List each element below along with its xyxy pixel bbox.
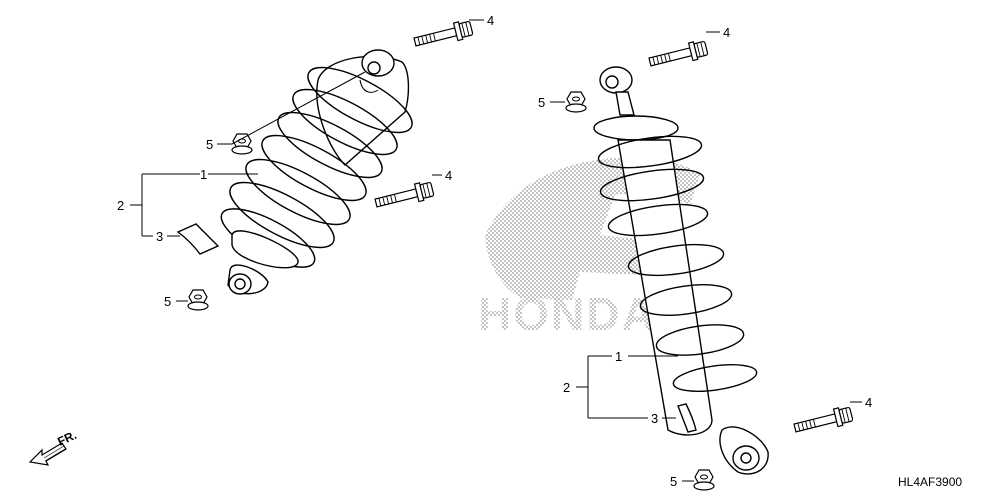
right-shock-absorber bbox=[593, 66, 769, 475]
callout-right-assembly: 2 bbox=[563, 380, 570, 395]
callout-right-bottom-bolt: 4 bbox=[865, 395, 872, 410]
right-bottom-nut bbox=[693, 469, 715, 491]
right-top-bolt bbox=[647, 38, 710, 72]
callout-left-mid-bolt: 4 bbox=[445, 168, 452, 183]
right-leader-lines bbox=[550, 31, 862, 482]
callout-right-top-nut: 5 bbox=[538, 95, 545, 110]
callout-left-assembly: 2 bbox=[117, 198, 124, 213]
callout-right-shock: 1 bbox=[615, 349, 622, 364]
left-caution-label bbox=[176, 223, 220, 255]
callout-left-shock: 1 bbox=[200, 167, 207, 182]
right-bottom-bolt bbox=[792, 404, 855, 438]
right-caution-label bbox=[677, 403, 697, 433]
left-top-nut bbox=[231, 133, 253, 155]
left-leader-lines bbox=[130, 19, 484, 302]
right-top-nut bbox=[565, 91, 587, 113]
front-direction-indicator: FR. bbox=[28, 428, 79, 466]
left-shock-absorber bbox=[220, 49, 413, 295]
callout-left-bottom-nut: 5 bbox=[164, 294, 171, 309]
honda-wordmark: HONDA bbox=[478, 288, 657, 340]
callout-left-top-nut: 5 bbox=[206, 137, 213, 152]
left-mid-bolt bbox=[373, 179, 436, 213]
front-label: FR. bbox=[55, 428, 78, 449]
callout-left-label: 3 bbox=[156, 229, 163, 244]
diagram-code: HL4AF3900 bbox=[898, 475, 962, 489]
left-top-bolt bbox=[412, 18, 475, 52]
left-bottom-nut bbox=[187, 289, 209, 311]
callout-right-label: 3 bbox=[651, 411, 658, 426]
callout-left-top-bolt: 4 bbox=[487, 13, 494, 28]
callout-right-top-bolt: 4 bbox=[723, 25, 730, 40]
callout-right-bottom-nut: 5 bbox=[670, 474, 677, 489]
